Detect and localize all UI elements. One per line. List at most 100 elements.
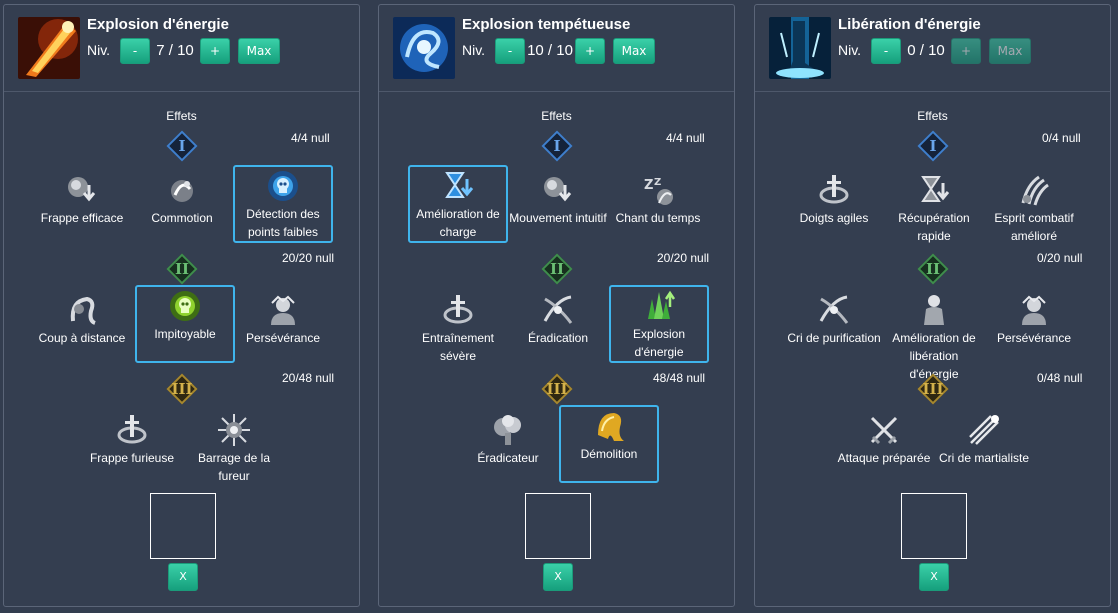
claws-icon <box>1021 175 1049 206</box>
tier-1-count: 0/4 null <box>1042 131 1081 145</box>
tree-option[interactable]: Entraînement sévère <box>408 289 508 367</box>
tier-2-label: II <box>925 260 941 278</box>
skill-panel: Explosion tempétueuse Niv. - 10 / 10 + M… <box>378 4 735 607</box>
burst-icon <box>218 414 250 446</box>
tree-option[interactable]: Commotion <box>132 169 232 247</box>
tree-option[interactable]: Coup à distance <box>32 289 132 367</box>
warrior-bust-icon <box>271 295 295 325</box>
option-label: Mouvement intuitif <box>509 211 607 225</box>
tier-1-label: I <box>929 137 937 155</box>
max-level-button[interactable]: Max <box>989 38 1031 64</box>
skill-title: Explosion tempétueuse <box>462 16 631 33</box>
tree-option[interactable]: Attaque préparée <box>834 409 934 487</box>
tree-option[interactable]: Esprit combatif amélioré <box>984 169 1084 247</box>
tier-1-label: I <box>553 137 561 155</box>
skill-header: Libération d'énergie Niv. - 0 / 10 + Max <box>755 5 1110 92</box>
energy-release-icon <box>769 17 831 79</box>
empty-slot[interactable] <box>901 493 967 559</box>
concussion-icon <box>171 180 193 202</box>
option-label: Démolition <box>580 447 638 461</box>
level-value: 7 / 10 <box>156 42 194 59</box>
option-label: Amélioration de libération d'énergie <box>892 331 976 381</box>
level-label: Niv. <box>838 42 862 58</box>
tree-option-selected[interactable]: Explosion d'énergie <box>609 285 709 363</box>
clear-button[interactable]: X <box>168 563 198 591</box>
energy-burst-icon <box>18 17 80 79</box>
option-label: Cri de purification <box>787 331 881 345</box>
option-label: Frappe furieuse <box>89 451 175 465</box>
option-label: Éradicateur <box>477 451 539 465</box>
green-crystal-up-icon <box>648 290 676 319</box>
tree-option[interactable]: Persévérance <box>233 289 333 367</box>
tier-2-count: 20/20 null <box>657 251 710 265</box>
increase-level-button[interactable]: + <box>575 38 605 64</box>
increase-level-button[interactable]: + <box>200 38 230 64</box>
decrease-level-button[interactable]: - <box>120 38 150 64</box>
tree-option-selected[interactable]: Amélioration de charge <box>408 165 508 243</box>
tree-option[interactable]: Amélioration de libération d'énergie <box>884 289 984 381</box>
tier-3-label: III <box>546 380 568 398</box>
option-label: Cri de martialiste <box>938 451 1030 465</box>
tier-3-count: 48/48 null <box>653 371 706 385</box>
tree-option[interactable]: Récupération rapide <box>884 169 984 247</box>
skill-title: Libération d'énergie <box>838 16 981 33</box>
fist-down-icon <box>68 177 96 202</box>
level-label: Niv. <box>462 42 486 58</box>
decrease-level-button[interactable]: - <box>871 38 901 64</box>
level-value: 10 / 10 <box>527 42 573 59</box>
tree-option[interactable]: Persévérance <box>984 289 1084 367</box>
decrease-level-button[interactable]: - <box>495 38 525 64</box>
tree-option[interactable]: Barrage de la fureur <box>184 409 284 487</box>
option-label: Impitoyable <box>154 327 216 341</box>
tree-option[interactable]: Éradication <box>508 289 608 367</box>
spinning-blade-icon <box>443 295 473 324</box>
tier-2-label: II <box>174 260 190 278</box>
option-label: Attaque préparée <box>837 451 931 465</box>
tier-1-count: 4/4 null <box>666 131 705 145</box>
skull-aura-icon <box>268 171 298 201</box>
tier-1-count: 4/4 null <box>291 131 330 145</box>
tree-option[interactable]: Mouvement intuitif <box>508 169 608 247</box>
skill-panel: Explosion d'énergie Niv. - 7 / 10 + Max … <box>3 4 360 607</box>
tree-option[interactable]: Cri de purification <box>784 289 884 367</box>
tree-option-selected[interactable]: Démolition <box>559 405 659 483</box>
clear-button[interactable]: X <box>919 563 949 591</box>
tier-3-label: III <box>171 380 193 398</box>
tier-3-count: 20/48 null <box>282 371 335 385</box>
tier-2-label: II <box>549 260 565 278</box>
skill-title: Explosion d'énergie <box>87 16 229 33</box>
effects-heading: Effets <box>541 109 572 123</box>
increase-level-button[interactable]: + <box>951 38 981 64</box>
option-label: Amélioration de charge <box>416 207 500 239</box>
level-value: 0 / 10 <box>907 42 945 59</box>
effects-heading: Effets <box>166 109 197 123</box>
warrior-bust-icon <box>1022 295 1046 325</box>
crossed-swords-icon <box>870 416 898 445</box>
empty-slot[interactable] <box>525 493 591 559</box>
option-label: Explosion d'énergie <box>632 327 686 359</box>
slash-cross-icon <box>819 295 849 324</box>
tier-2-count: 20/20 null <box>282 251 335 265</box>
max-level-button[interactable]: Max <box>238 38 280 64</box>
empty-slot[interactable] <box>150 493 216 559</box>
level-label: Niv. <box>87 42 111 58</box>
tree-option[interactable]: Éradicateur <box>458 409 558 487</box>
tree-option-selected[interactable]: Détection des points faibles <box>233 165 333 243</box>
tree-option-selected[interactable]: Impitoyable <box>135 285 235 363</box>
tree-option[interactable]: Doigts agiles <box>784 169 884 247</box>
option-label: Persévérance <box>245 331 321 345</box>
option-label: Doigts agiles <box>799 211 869 225</box>
max-level-button[interactable]: Max <box>613 38 655 64</box>
fist-down-icon <box>544 177 572 202</box>
tree-option[interactable]: Frappe efficace <box>32 169 132 247</box>
tree-option[interactable]: Frappe furieuse <box>82 409 182 487</box>
option-label: Coup à distance <box>38 331 126 345</box>
effects-heading: Effets <box>917 109 948 123</box>
clear-button[interactable]: X <box>543 563 573 591</box>
option-label: Barrage de la fureur <box>197 451 271 483</box>
hourglass-down-icon <box>921 176 950 202</box>
skill-header: Explosion d'énergie Niv. - 7 / 10 + Max <box>4 5 359 92</box>
ruthless-skull-icon <box>170 291 200 321</box>
tree-option[interactable]: Cri de martialiste <box>934 409 1034 487</box>
